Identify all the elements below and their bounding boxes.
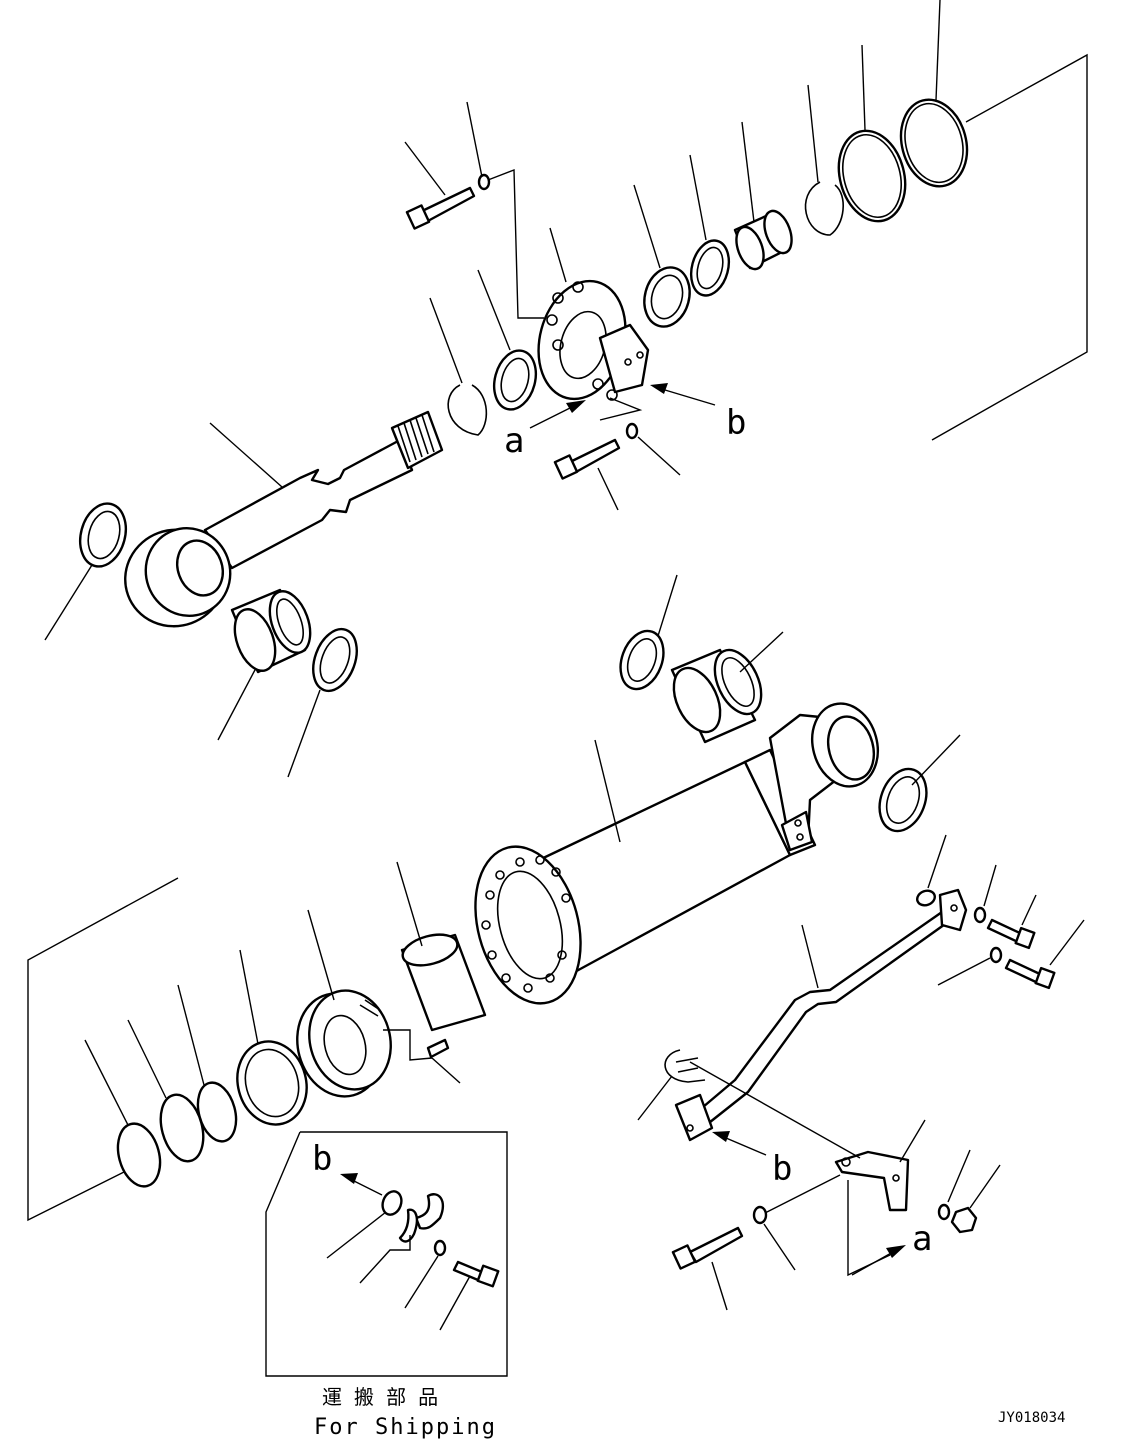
view-arrow-b-inset: b	[312, 1139, 383, 1196]
u-bolt	[664, 1049, 706, 1083]
flange-bolt-1	[986, 918, 1036, 950]
piston-ring	[236, 1040, 308, 1126]
head-bolt-lower	[553, 438, 621, 480]
buffer-ring	[643, 266, 691, 328]
hydraulic-pipe-assembly	[664, 888, 1056, 1270]
cylinder-head	[537, 279, 650, 401]
head-bushing	[733, 209, 793, 271]
bottom-dust-seal-right	[878, 767, 928, 833]
shipping-parts-inset: b 運 搬 部 品 For Shipping	[265, 1131, 508, 1440]
rod-packing	[492, 349, 538, 411]
leader-lines-lower	[27, 574, 961, 1222]
inset-title-english: For Shipping	[314, 1415, 497, 1440]
view-label-b-upper: b	[726, 403, 746, 443]
piston-set-screw	[426, 1038, 450, 1059]
shipping-plug	[381, 1190, 403, 1216]
view-arrow-a-lower: a	[851, 1219, 932, 1276]
snap-ring	[447, 384, 488, 436]
cylinder-tube-assembly	[116, 629, 928, 1188]
shipping-clamp	[398, 1193, 445, 1243]
view-label-b-inset: b	[312, 1139, 332, 1179]
pipe-flange-upper	[938, 888, 968, 932]
head-washer-upper	[477, 173, 491, 191]
rod-assembly	[78, 98, 969, 693]
flange-washer-2	[989, 946, 1003, 964]
flange-bolt-2	[1004, 958, 1056, 990]
view-arrow-b-upper: b	[650, 383, 746, 443]
leader-lines-upper	[44, 0, 1088, 778]
pipe-flange-lower	[674, 1093, 714, 1142]
bracket-nut	[950, 1206, 978, 1234]
leader-lines-piping	[637, 834, 1085, 1311]
head-bolt-upper	[405, 186, 476, 230]
inset-title-japanese: 運 搬 部 品	[322, 1385, 438, 1409]
view-label-a-upper: a	[504, 421, 524, 461]
wear-ring-large	[400, 933, 487, 1032]
rod-eye-dust-seal-right	[312, 627, 358, 693]
shipping-bolt	[452, 1260, 500, 1288]
piston-wear-ring	[159, 1093, 205, 1163]
piston-rod	[124, 410, 444, 628]
rod-seal	[689, 239, 731, 297]
bracket-washer-2	[937, 1203, 951, 1221]
drawing-code: JY018034	[998, 1410, 1065, 1426]
bracket-washer	[752, 1205, 768, 1225]
head-o-ring	[837, 129, 907, 223]
flange-washer-1	[973, 906, 987, 924]
shipping-washer	[433, 1239, 447, 1257]
bottom-dust-seal-left	[619, 629, 665, 691]
rod-eye-dust-seal-left	[78, 502, 128, 568]
view-arrow-a-upper: a	[504, 400, 586, 461]
piston	[296, 989, 392, 1098]
rod-eye-bushing	[230, 588, 312, 674]
piston-backup-ring	[116, 1122, 162, 1188]
view-label-a-lower: a	[912, 1219, 932, 1259]
backup-snap-ring	[804, 181, 845, 236]
o-ring-flange	[916, 889, 936, 907]
view-arrow-b-lower: b	[712, 1131, 792, 1189]
head-washer-lower	[625, 422, 639, 440]
view-label-b-lower: b	[772, 1149, 792, 1189]
hydraulic-pipe	[688, 910, 950, 1132]
bracket-bolt	[671, 1226, 744, 1270]
pipe-clamp-bracket	[834, 1150, 910, 1212]
cylinder-tube	[474, 702, 879, 1005]
bottom-bushing	[670, 648, 763, 744]
head-backup-ring	[899, 98, 969, 188]
